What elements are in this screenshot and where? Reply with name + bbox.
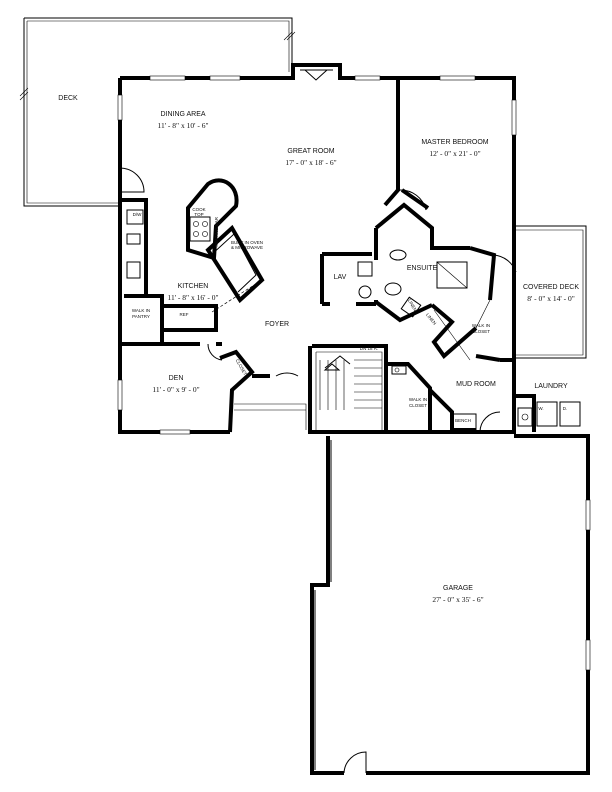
- walk-in-closet-label-1b: CLOSET: [472, 329, 490, 334]
- lav-label: LAV: [334, 274, 347, 281]
- great-room-size: 17' - 0" x 18' - 6": [285, 158, 336, 167]
- den-label: DEN: [169, 375, 184, 382]
- dishwasher-label: D/W: [133, 212, 143, 217]
- built-in-oven-label-2: & MICROWAVE: [231, 245, 263, 250]
- linen-label-hall: LINEN: [425, 312, 437, 325]
- kitchen-label: KITCHEN: [178, 283, 209, 290]
- ensuite-fixtures: [357, 249, 468, 318]
- seating-bar-label: SEATING BAR: [214, 216, 219, 247]
- interior-walls: [122, 80, 536, 433]
- staircase: [315, 351, 383, 430]
- deck-area: [19, 17, 296, 207]
- deck-label: DECK: [58, 95, 78, 102]
- doors: [119, 167, 517, 774]
- kitchen-size: 11' - 8" x 16' - 0": [167, 293, 218, 302]
- covered-deck-area: [516, 225, 587, 359]
- dining-area-size: 11' - 8" x 10' - 6": [157, 121, 208, 130]
- ensuite-label: ENSUITE: [407, 265, 438, 272]
- ref-label: REF: [180, 312, 189, 317]
- covered-deck-label: COVERED DECK: [523, 284, 579, 291]
- linen-label-ensuite: LINEN: [407, 298, 418, 312]
- walk-in-pantry-label-1: WALK IN: [132, 308, 150, 313]
- foyer-label: FOYER: [265, 321, 289, 328]
- den-size: 11' - 0" x 9' - 0": [152, 385, 199, 394]
- mud-room-fixtures: [391, 365, 477, 431]
- cook-top-label-2: TOP: [194, 212, 203, 217]
- bench-label: BENCH: [455, 418, 471, 423]
- garage-walls: [310, 434, 591, 775]
- walk-in-closet-label-1a: WALK IN: [472, 323, 490, 328]
- covered-deck-size: 8' - 0" x 14' - 0": [527, 294, 575, 303]
- walk-in-pantry-label-2: PANTRY: [132, 314, 150, 319]
- dryer-label: D.: [563, 406, 568, 411]
- stairs-down-label: DN 18 R.: [360, 346, 379, 351]
- washer-label: W.: [538, 406, 543, 411]
- garage-label: GARAGE: [443, 585, 473, 592]
- dining-area-label: DINING AREA: [160, 111, 205, 118]
- laundry-appliances: [517, 401, 581, 427]
- master-bedroom-label: MASTER BEDROOM: [421, 139, 488, 146]
- laundry-label: LAUNDRY: [534, 383, 568, 390]
- kitchen-island: [126, 178, 263, 313]
- mud-room-label: MUD ROOM: [456, 381, 496, 388]
- walk-in-closet-label-2a: WALK IN: [409, 397, 427, 402]
- garage-size: 27' - 0" x 35' - 6": [432, 595, 483, 604]
- built-in-oven-label-1: BUILT IN OVEN: [231, 240, 263, 245]
- great-room-label: GREAT ROOM: [287, 148, 334, 155]
- cook-top-label-1: COOK: [192, 207, 205, 212]
- master-bedroom-size: 12' - 0" x 21' - 0": [429, 149, 480, 158]
- walk-in-closet-label-2b: CLOSET: [409, 403, 427, 408]
